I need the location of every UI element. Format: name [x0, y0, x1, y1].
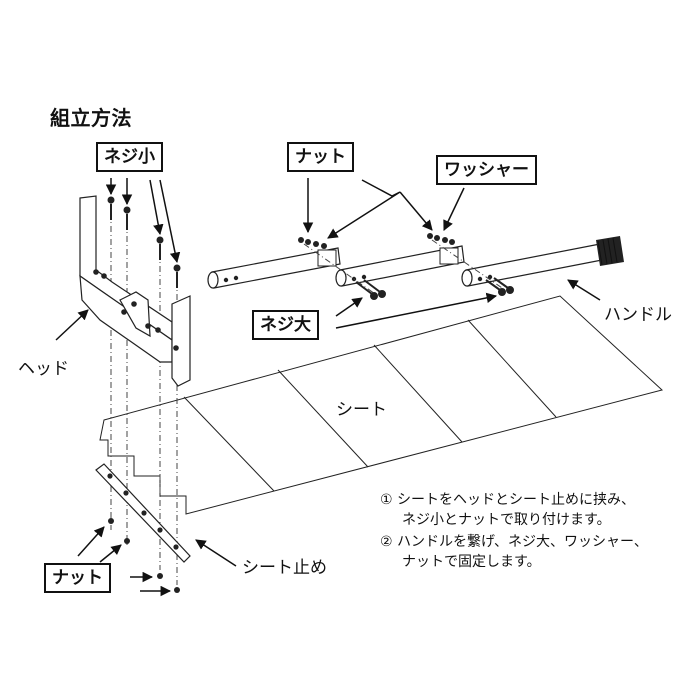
large-screws: [355, 277, 514, 300]
sheet-fold-2: [277, 369, 369, 468]
bottom-nuts: [108, 518, 180, 593]
sheet-stopper: [95, 463, 191, 563]
note-2-line2: ナットで固定します。: [402, 554, 541, 570]
nut-top-label: ナット: [287, 142, 354, 172]
handle-pipes: [207, 243, 603, 289]
small-screws: [107, 196, 181, 288]
nut-bottom-label: ナット: [44, 563, 111, 593]
top-nuts-washers: [298, 233, 455, 249]
page-title: 組立方法: [50, 106, 132, 130]
screw-small-label: ネジ小: [96, 142, 163, 172]
head-label: ヘッド: [18, 359, 69, 379]
sheet-label: シート: [336, 400, 387, 420]
sheet-stopper-label: シート止め: [242, 558, 327, 578]
note-2-marker: ②: [380, 534, 393, 550]
sheet-fold-3: [373, 344, 463, 443]
note-1-line1: シートをヘッドとシート止めに挟み、: [397, 492, 636, 508]
note-2: ② ハンドルを繋げ、ネジ大、ワッシャー、: [380, 533, 648, 552]
handle-label: ハンドル: [604, 305, 672, 325]
note-1-line2: ネジ小とナットで取り付けます。: [402, 512, 611, 528]
screw-large-label: ネジ大: [252, 310, 319, 340]
note-2-line1: ハンドルを繋げ、ネジ大、ワッシャー、: [397, 534, 648, 550]
washer-label: ワッシャー: [436, 155, 537, 185]
note-1-marker: ①: [380, 492, 393, 508]
note-1: ① シートをヘッドとシート止めに挟み、: [380, 491, 635, 510]
sheet-fold-1: [183, 396, 275, 492]
head-bracket: [79, 195, 191, 387]
handle-grip: [596, 236, 624, 266]
sheet-fold-4: [467, 319, 557, 418]
